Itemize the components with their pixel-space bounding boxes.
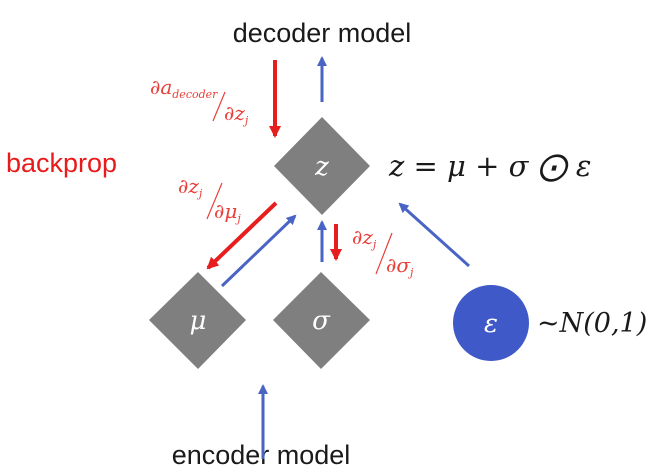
mu-node bbox=[149, 272, 246, 369]
gradient-dz-dmu-denominator-sub: j bbox=[234, 212, 241, 225]
gradient-dz-dsigma-denominator-sub: j bbox=[407, 266, 414, 279]
gradient-dz-dmu-label: ∂zj ∂μj bbox=[178, 174, 241, 225]
gradient-da-dz-numerator: ∂a bbox=[150, 75, 172, 99]
gradient-da-dz-numerator-sub: decoder bbox=[172, 88, 218, 101]
svg-text:∂zj: ∂zj bbox=[178, 174, 203, 200]
sigma-node-label: σ bbox=[312, 306, 331, 336]
svg-text:∂μj: ∂μj bbox=[214, 199, 241, 225]
gradient-arrow-z-to-mu bbox=[206, 201, 278, 270]
mu-node-label: μ bbox=[190, 306, 207, 336]
sigma-node bbox=[273, 272, 370, 369]
backprop-label: backprop bbox=[6, 148, 117, 178]
gradient-dz-dsigma-label: ∂zj ∂σj bbox=[352, 225, 414, 279]
gradient-da-dz-label: ∂adecoder ∂zj bbox=[150, 75, 249, 127]
encoder-model-label: encoder model bbox=[172, 440, 351, 470]
svg-text:∂zj: ∂zj bbox=[352, 225, 377, 251]
svg-text:∂σj: ∂σj bbox=[386, 253, 414, 279]
epsilon-node-label: ε bbox=[484, 309, 498, 339]
gradient-da-dz-denominator: ∂z bbox=[224, 101, 245, 125]
gradient-dz-dmu-denominator: ∂μ bbox=[214, 199, 237, 223]
gradient-dz-dmu-numerator: ∂z bbox=[178, 174, 199, 198]
decoder-model-label: decoder model bbox=[233, 18, 412, 48]
gradient-dz-dsigma-slash bbox=[375, 232, 393, 275]
svg-text:∂adecoder: ∂adecoder bbox=[150, 75, 218, 101]
z-node bbox=[274, 117, 370, 215]
gradient-dz-dsigma-numerator: ∂z bbox=[352, 225, 373, 249]
epsilon-distribution: ~N(0,1) bbox=[537, 308, 647, 339]
gradient-da-dz-slash bbox=[212, 91, 226, 122]
gradient-dz-dmu-numerator-sub: j bbox=[196, 187, 203, 200]
reparameterization-equation: z = μ + σ ⨀ ε bbox=[388, 149, 591, 183]
epsilon-node bbox=[453, 285, 529, 361]
svg-text:∂zj: ∂zj bbox=[224, 101, 249, 127]
gradient-dz-dmu-slash bbox=[206, 182, 223, 220]
gradient-dz-dsigma-numerator-sub: j bbox=[370, 238, 377, 251]
forward-arrow-mu-to-z bbox=[220, 214, 297, 288]
gradient-da-dz-denominator-sub: j bbox=[242, 114, 249, 127]
gradient-dz-dsigma-denominator: ∂σ bbox=[386, 253, 411, 277]
forward-arrow-epsilon-to-z bbox=[398, 202, 471, 268]
z-node-label: z bbox=[314, 152, 329, 182]
